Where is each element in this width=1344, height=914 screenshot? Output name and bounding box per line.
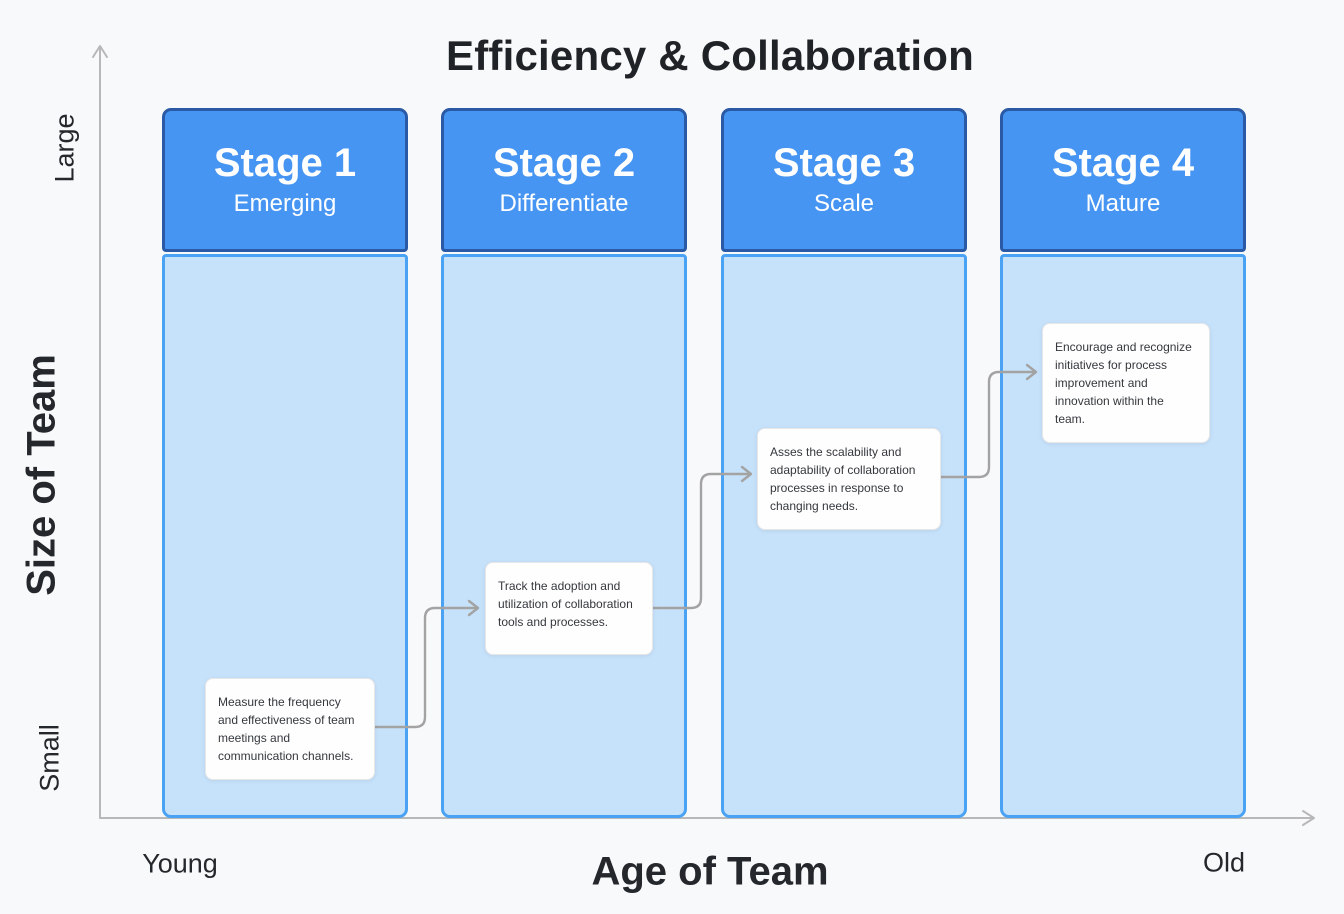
stage-header-4: Stage 4 Mature: [1000, 108, 1246, 252]
stage-column-2: Stage 2 Differentiate: [441, 108, 687, 818]
y-axis-arrow-icon: [92, 45, 108, 58]
stage-header-3: Stage 3 Scale: [721, 108, 967, 252]
stage-body-3: [721, 254, 967, 818]
stage-name: Stage 2: [492, 141, 636, 186]
stage-column-3: Stage 3 Scale: [721, 108, 967, 818]
note-card-stage-1: Measure the frequency and effectiveness …: [205, 678, 375, 780]
y-axis-min-label: Small: [34, 724, 65, 792]
stage-column-4: Stage 4 Mature: [1000, 108, 1246, 818]
stage-subtitle: Mature: [1085, 190, 1161, 218]
x-axis-title: Age of Team: [591, 849, 829, 894]
note-card-stage-2: Track the adoption and utilization of co…: [485, 562, 653, 655]
note-card-stage-4: Encourage and recognize initiatives for …: [1042, 323, 1210, 443]
stage-header-1: Stage 1 Emerging: [162, 108, 408, 252]
x-axis-max-label: Old: [1202, 847, 1246, 878]
y-axis-title: Size of Team: [19, 354, 64, 596]
stage-name: Stage 3: [772, 141, 916, 186]
x-axis-arrow-icon: [1302, 810, 1315, 826]
stage-subtitle: Emerging: [233, 190, 337, 218]
stage-name: Stage 1: [213, 141, 357, 186]
stage-body-2: [441, 254, 687, 818]
note-card-stage-3: Asses the scalability and adaptability o…: [757, 428, 941, 530]
stage-header-2: Stage 2 Differentiate: [441, 108, 687, 252]
stage-subtitle: Scale: [813, 190, 875, 218]
stage-name: Stage 4: [1051, 141, 1195, 186]
chart-title: Efficiency & Collaboration: [446, 32, 974, 79]
y-axis-max-label: Large: [49, 113, 80, 183]
stage-subtitle: Differentiate: [499, 190, 629, 218]
x-axis-min-label: Young: [142, 848, 218, 879]
